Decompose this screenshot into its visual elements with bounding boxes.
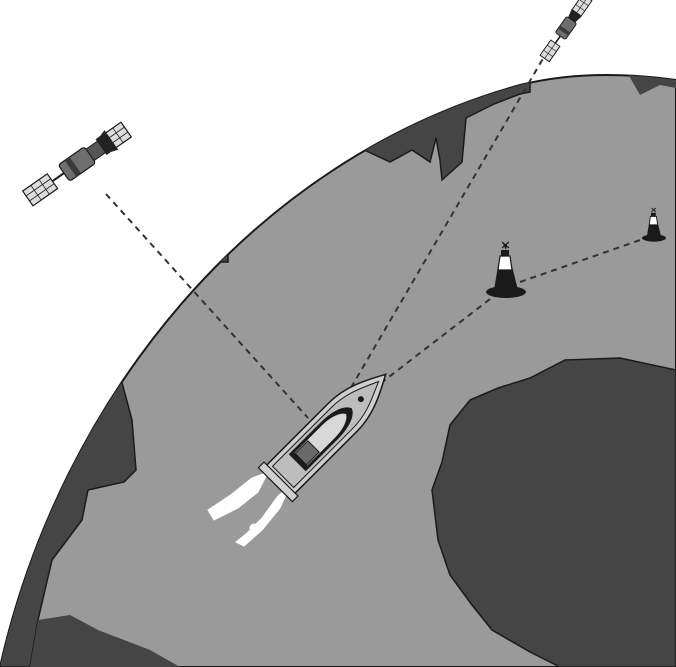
satellite-icon [21,120,133,208]
satellite-icon [540,0,593,62]
solar-panel-left [23,174,58,206]
